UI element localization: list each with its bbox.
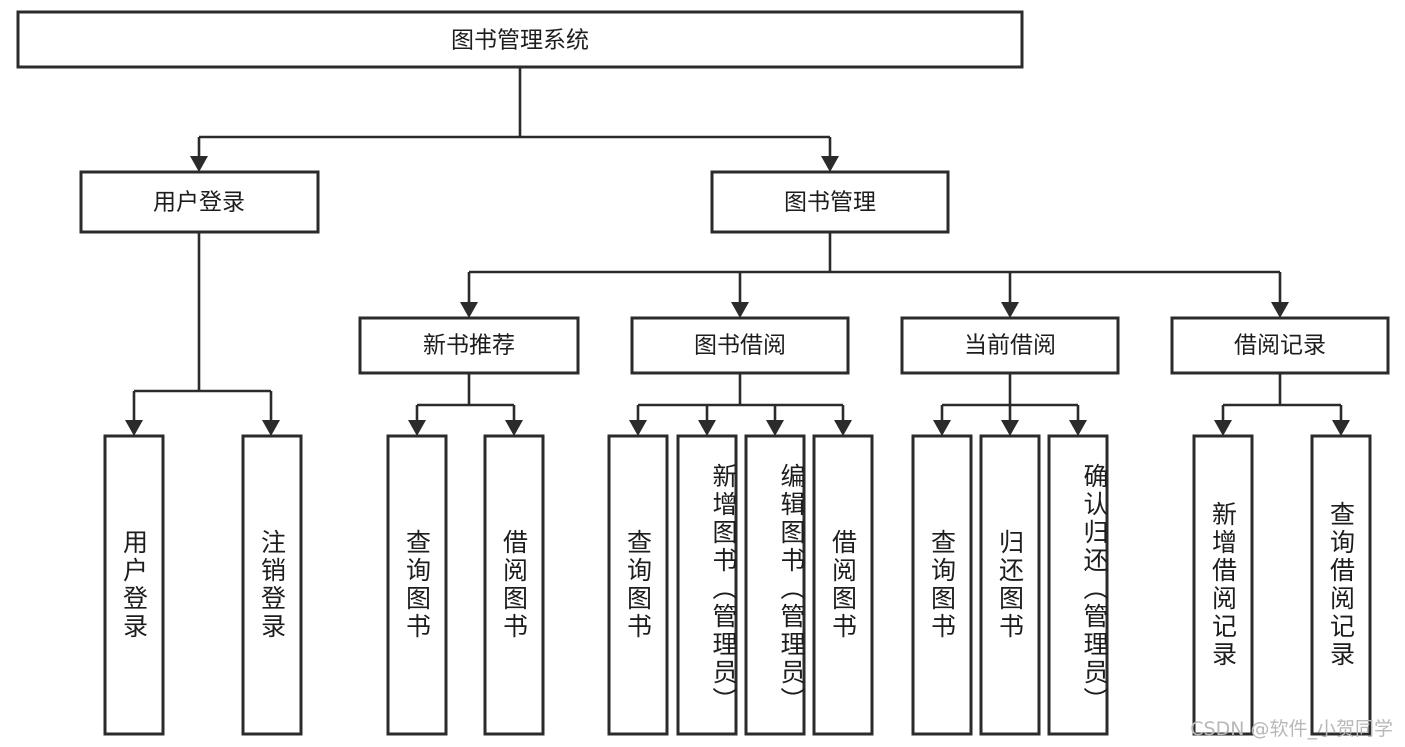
arrow-head-leaf-borrow-book-2 [834,420,852,436]
connector-group-borrow-record [1214,373,1350,436]
node-current-borrow[interactable]: 当前借阅 [900,316,1120,375]
leaf-box-edit-book[interactable] [744,434,806,736]
arrow-head-leaf-borrow-book-1 [505,420,523,436]
arrow-head-borrow-record [1271,302,1289,318]
arrow-head-leaf-query-book-1 [408,420,426,436]
node-book-manage-box[interactable] [710,170,950,234]
arrow-head-book-borrow [731,302,749,318]
node-root-box[interactable] [16,10,1024,69]
arrow-head-leaf-edit-book [766,420,784,436]
leaf-box-query-book-1[interactable] [386,434,448,736]
arrow-head-user-login [190,156,208,172]
connector-group-root [190,67,839,172]
leaf-box-user-login[interactable] [103,434,165,736]
arrow-head-new-book-recommend [460,302,478,318]
leaf-box-borrow-book-2[interactable] [812,434,874,736]
arrow-head-leaf-add-book [698,420,716,436]
leaf-box-return-book[interactable] [979,434,1041,736]
arrow-head-leaf-user-login [125,420,143,436]
node-user-login[interactable]: 用户登录 [79,170,320,234]
node-new-book-recommend[interactable]: 新书推荐 [358,316,580,375]
arrow-head-leaf-query-book-2 [629,420,647,436]
node-book-borrow-box[interactable] [630,316,850,375]
arrow-head-leaf-query-borrow-record [1332,420,1350,436]
node-user-login-box[interactable] [79,170,320,234]
arrow-head-leaf-add-borrow-record [1214,420,1232,436]
arrow-head-leaf-query-book-3 [933,420,951,436]
arrow-head-book-manage [821,156,839,172]
connector-group-current-borrow [933,373,1087,436]
leaf-box-query-borrow-record[interactable] [1310,434,1372,736]
leaf-box-group [103,434,1372,736]
node-new-book-recommend-label: 新书推荐 [423,333,515,359]
arrow-head-leaf-logout-login [262,420,280,436]
leaf-box-add-borrow-record[interactable] [1192,434,1254,736]
leaf-box-query-book-2[interactable] [607,434,669,736]
connector-group-user-login [125,232,280,436]
watermark-text: CSDN @软件_小贺同学 [1190,718,1393,740]
leaf-box-logout-login[interactable] [241,434,303,736]
node-book-manage-label: 图书管理 [784,190,876,216]
connector-group-new-book-recommend [408,373,523,436]
leaf-box-borrow-book-1[interactable] [483,434,545,736]
node-book-manage[interactable]: 图书管理 [710,170,950,234]
node-current-borrow-box[interactable] [900,316,1120,375]
leaf-box-confirm-return[interactable] [1047,434,1109,736]
node-root[interactable]: 图书管理系统 [16,10,1024,69]
node-borrow-record-box[interactable] [1170,316,1390,375]
arrow-head-leaf-confirm-return [1069,420,1087,436]
leaf-box-add-book[interactable] [676,434,738,736]
arrow-head-leaf-return-book [1001,420,1019,436]
node-user-login-label: 用户登录 [153,190,245,216]
connector-group-book-borrow [629,373,852,436]
node-root-label: 图书管理系统 [451,28,589,54]
node-borrow-record-label: 借阅记录 [1234,333,1326,359]
arrow-head-current-borrow [1001,302,1019,318]
node-borrow-record[interactable]: 借阅记录 [1170,316,1390,375]
node-current-borrow-label: 当前借阅 [964,333,1056,359]
node-book-borrow[interactable]: 图书借阅 [630,316,850,375]
connector-group-book-manage [460,232,1289,318]
leaf-box-query-book-3[interactable] [911,434,973,736]
node-book-borrow-label: 图书借阅 [694,333,786,359]
node-new-book-recommend-box[interactable] [358,316,580,375]
